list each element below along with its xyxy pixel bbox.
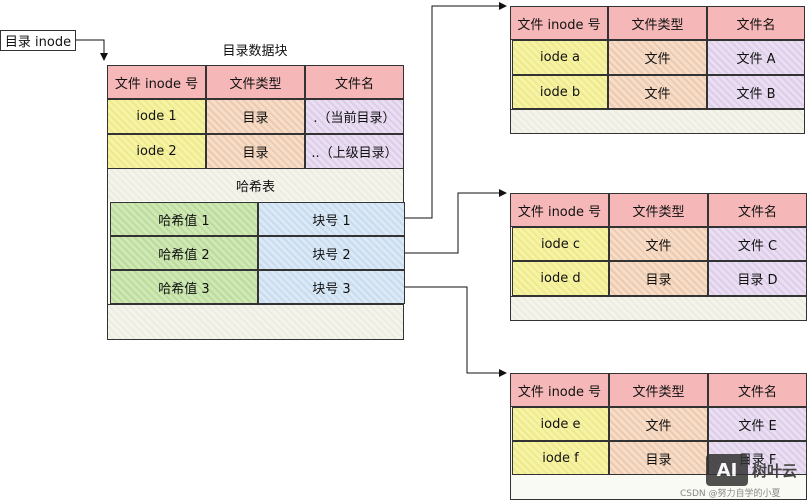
hash-row-3-block: 块号 3 bbox=[258, 270, 405, 304]
watermark-brand: 树叶云 bbox=[752, 462, 798, 480]
block-a-header-type: 文件类型 bbox=[608, 6, 707, 40]
dir-row-1-name: .（当前目录） bbox=[305, 99, 404, 134]
dir-inode-box: 目录 inode bbox=[0, 30, 76, 51]
hash-row-2-block: 块号 2 bbox=[258, 236, 405, 270]
dir-row-2-inode: iode 2 bbox=[107, 134, 206, 169]
dir-block-title: 目录数据块 bbox=[222, 44, 288, 59]
block-c-header-name: 文件名 bbox=[708, 373, 807, 407]
hash-row-1-block: 块号 1 bbox=[258, 202, 405, 236]
block-b-empty bbox=[510, 296, 807, 321]
block-b-header-type: 文件类型 bbox=[609, 193, 708, 227]
block-b-row-2-name: 目录 D bbox=[708, 261, 807, 296]
dir-block-empty bbox=[107, 304, 404, 340]
block-a-header-inode: 文件 inode 号 bbox=[510, 6, 608, 40]
block-a-row-1-type: 文件 bbox=[608, 40, 707, 75]
arrow-block1-to-block-a bbox=[405, 2, 507, 219]
block-c-header-inode: 文件 inode 号 bbox=[510, 373, 609, 407]
block-c-row-1-inode: iode e bbox=[512, 407, 609, 441]
block-b-row-1-inode: iode c bbox=[512, 227, 609, 261]
block-b-header-inode: 文件 inode 号 bbox=[510, 193, 609, 227]
watermark-credit: CSDN @努力自学的小夏 bbox=[680, 489, 781, 499]
dir-row-2-name: ..（上级目录） bbox=[305, 134, 404, 169]
hash-table-label: 哈希表 bbox=[107, 169, 404, 201]
dir-header-inode: 文件 inode 号 bbox=[107, 65, 206, 99]
arrow-block3-to-block-c bbox=[405, 286, 507, 377]
watermark-logo-text: AI bbox=[716, 459, 738, 481]
block-b-header-name: 文件名 bbox=[708, 193, 807, 227]
block-b-row-1-name: 文件 C bbox=[708, 227, 807, 261]
block-c-header-type: 文件类型 bbox=[609, 373, 708, 407]
block-b-row-1-type: 文件 bbox=[609, 227, 708, 261]
block-a-header-name: 文件名 bbox=[707, 6, 805, 40]
block-a-row-1-name: 文件 A bbox=[707, 40, 805, 75]
hash-row-2-key: 哈希值 2 bbox=[110, 236, 258, 270]
hash-row-3-key: 哈希值 3 bbox=[110, 270, 258, 304]
arrow-block2-to-block-b bbox=[405, 189, 507, 254]
dir-row-1-inode: iode 1 bbox=[107, 99, 206, 134]
hash-row-1-key: 哈希值 1 bbox=[110, 202, 258, 236]
block-a-row-2-inode: iode b bbox=[512, 75, 608, 109]
block-a-empty bbox=[510, 109, 805, 134]
block-b-row-2-inode: iode d bbox=[512, 261, 609, 296]
watermark-logo: AI bbox=[706, 454, 748, 486]
dir-inode-label: 目录 inode bbox=[4, 35, 72, 50]
block-b-row-2-type: 目录 bbox=[609, 261, 708, 296]
block-c-row-2-inode: iode f bbox=[512, 441, 609, 475]
dir-row-2-type: 目录 bbox=[206, 134, 305, 169]
dir-header-type: 文件类型 bbox=[206, 65, 305, 99]
block-a-row-2-type: 文件 bbox=[608, 75, 707, 109]
block-c-row-1-type: 文件 bbox=[609, 407, 708, 441]
dir-header-name: 文件名 bbox=[305, 65, 404, 99]
dir-row-1-type: 目录 bbox=[206, 99, 305, 134]
block-c-row-1-name: 文件 E bbox=[708, 407, 807, 441]
arrow-inode-to-dir-block bbox=[76, 39, 108, 61]
block-c-row-2-type: 目录 bbox=[609, 441, 708, 475]
block-a-row-1-inode: iode a bbox=[512, 40, 608, 75]
block-a-row-2-name: 文件 B bbox=[707, 75, 805, 109]
